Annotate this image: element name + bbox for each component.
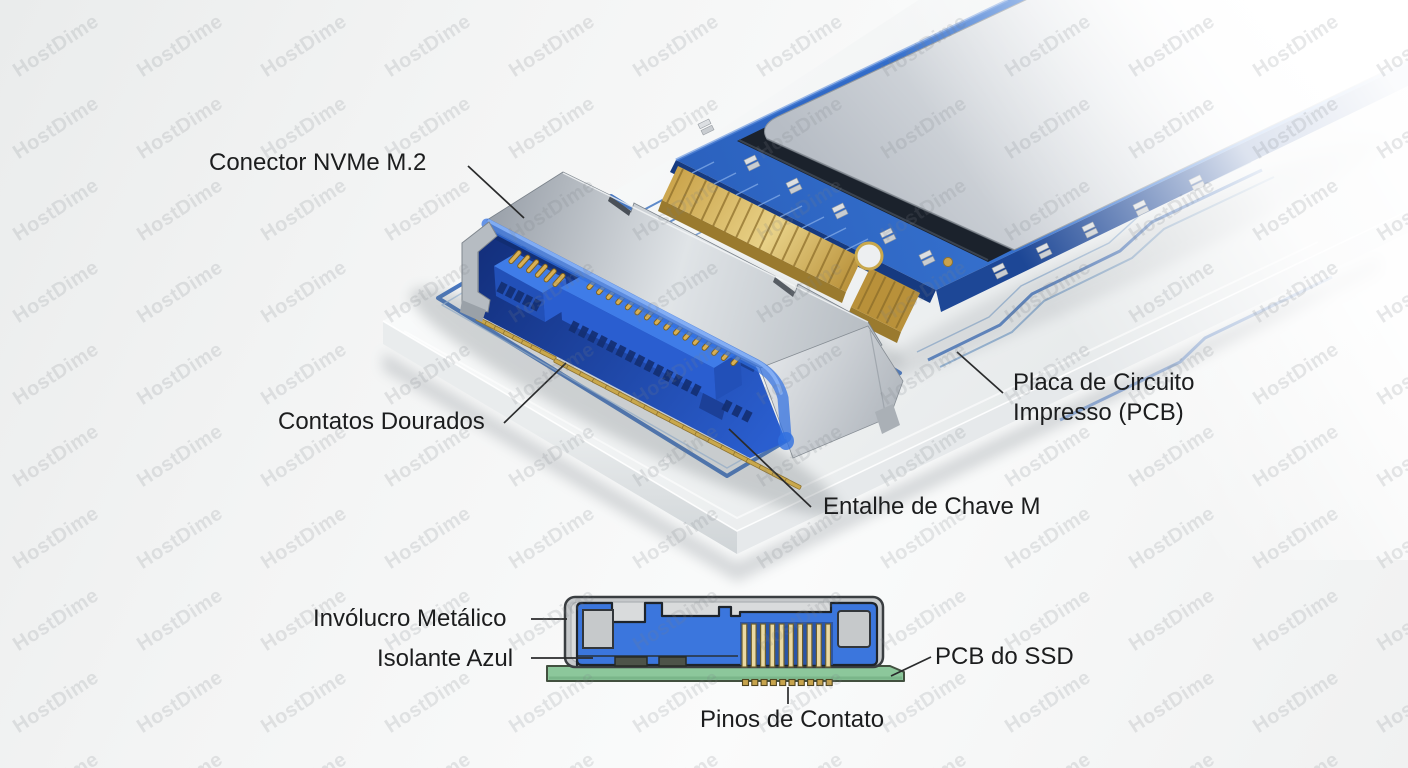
leader-lines: [467, 165, 1004, 704]
xs-component-2: [658, 656, 687, 667]
label-blue-insulator: Isolante Azul: [377, 645, 514, 672]
xs-pad: [741, 678, 750, 687]
label-pcb-line2: Impresso (PCB): [1013, 399, 1184, 427]
label-ssd-pcb: PCB do SSD: [935, 643, 1074, 670]
leader-connector: [467, 165, 525, 219]
xs-bottom-pads: [741, 678, 833, 687]
xs-pad: [797, 678, 805, 687]
xs-pin: [741, 623, 748, 668]
xs-component-1: [614, 656, 648, 667]
xs-pin: [815, 623, 822, 668]
label-metal-shell: Invólucro Metálico: [313, 605, 507, 632]
xs-gray-block-right: [837, 610, 871, 648]
xs-pin: [825, 623, 832, 668]
xs-pad: [751, 678, 759, 687]
xs-pin: [759, 623, 766, 668]
xs-pin: [778, 623, 785, 668]
label-pcb-line1: Placa de Circuito: [1013, 369, 1195, 396]
xs-pin: [769, 623, 776, 668]
leader-gold-contacts: [503, 362, 567, 424]
label-key-m-notch: Entalhe de Chave M: [823, 493, 1041, 520]
xs-pin: [797, 623, 804, 668]
label-connector-nvme-m2: Conector NVMe M.2: [209, 149, 427, 176]
xs-pad: [825, 678, 833, 687]
xs-pad: [816, 678, 824, 687]
xs-pad: [769, 678, 777, 687]
xs-pin: [806, 623, 813, 668]
xs-pin: [750, 623, 757, 668]
xs-pad: [788, 678, 796, 687]
leader-ssd-pcb: [890, 656, 932, 677]
leader-key-notch: [728, 428, 812, 508]
xs-pad: [779, 678, 787, 687]
xs-gray-block-left: [582, 609, 614, 649]
xs-contact-pins: [741, 623, 832, 668]
label-gold-contacts: Contatos Dourados: [278, 408, 485, 435]
cross-section-diagram: [546, 595, 905, 687]
leader-pcb: [956, 351, 1004, 394]
label-contact-pins: Pinos de Contato: [700, 706, 885, 733]
white-fade-overlay: [0, 0, 1408, 560]
xs-pin: [787, 623, 794, 668]
xs-pad: [760, 678, 768, 687]
label-pcb: Placa de Circuito Impresso (PCB): [1013, 368, 1194, 428]
xs-pad: [807, 678, 815, 687]
